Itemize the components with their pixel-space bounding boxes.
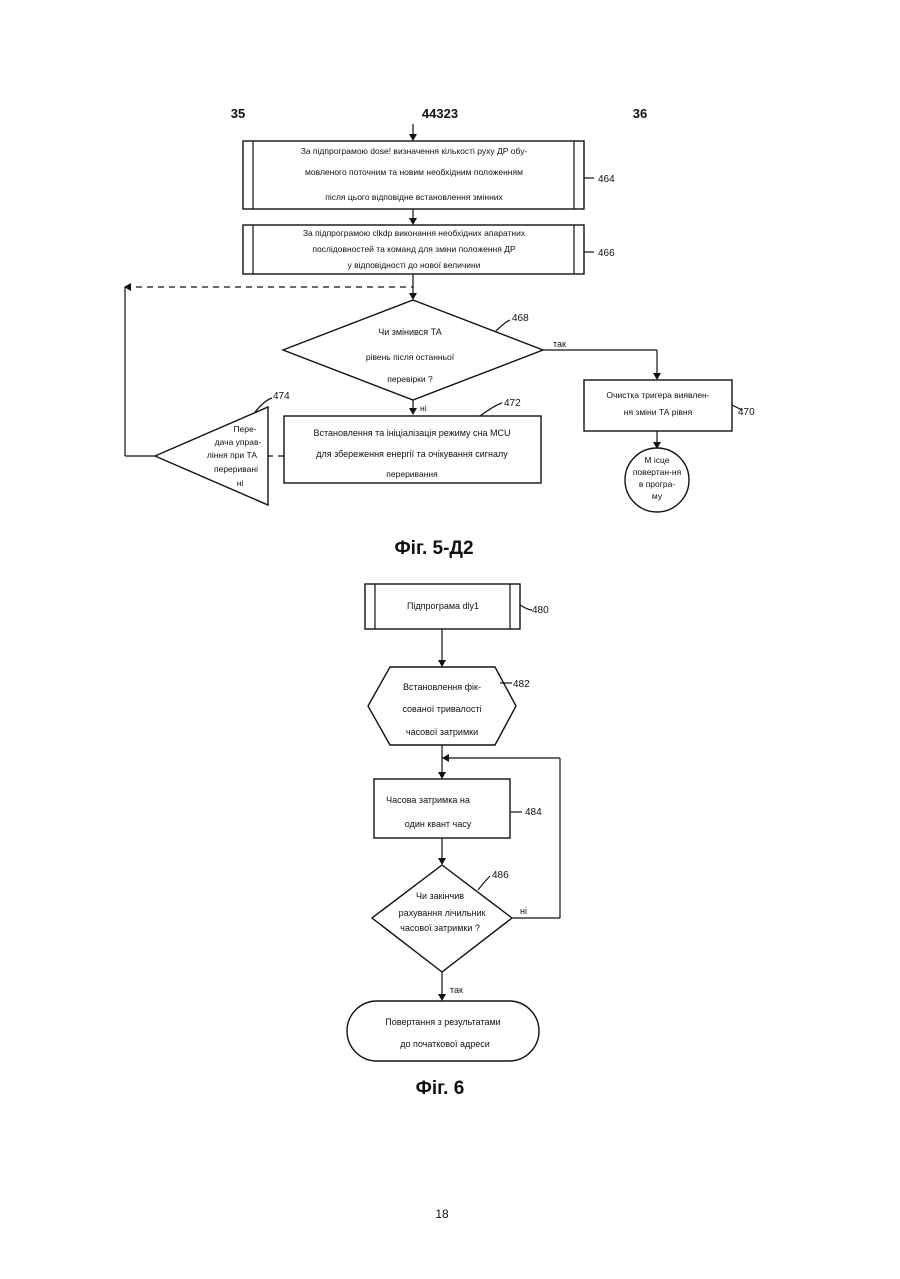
triangle-474-line-2: дача управ- xyxy=(215,437,262,447)
hex-482-line-3: часової затримки xyxy=(406,727,478,737)
figure-5-d2: За підпрограмою dose! визначення кількос… xyxy=(124,124,755,559)
box-464-line-2: мовленого поточним та новим необхідним п… xyxy=(305,167,523,177)
hex-482-line-2: сованої тривалості xyxy=(402,704,481,714)
connector-line-1: М ісце xyxy=(644,455,669,465)
arrowhead xyxy=(438,994,446,1001)
figure-6: Підпрограма dly1 480 Встановлення фік- с… xyxy=(347,584,560,1099)
triangle-474-line-1: Пере- xyxy=(233,424,256,434)
ref-486: 486 xyxy=(492,870,509,881)
decision-486: Чи закінчив рахування лічильник часової … xyxy=(372,865,512,972)
yes-label-468: так xyxy=(553,339,566,349)
ref-leader-472 xyxy=(480,403,502,416)
ref-482: 482 xyxy=(513,679,530,690)
arrowhead xyxy=(442,754,449,762)
ref-leader-468 xyxy=(495,320,510,332)
preparation-hex-482: Встановлення фік- сованої тривалості час… xyxy=(368,667,516,745)
figure-6-caption: Фіг. 6 xyxy=(416,1078,465,1099)
process-box-470: Очистка тригера виявлен- ня зміни ТА рів… xyxy=(584,380,732,431)
connector-line-4: му xyxy=(652,491,663,501)
ref-474: 474 xyxy=(273,391,290,402)
triangle-474-line-5: нi xyxy=(237,478,244,488)
terminal-line-2: до початкової адреси xyxy=(400,1039,490,1049)
box-466-line-3: у відповідності до нової величини xyxy=(347,260,480,270)
triangle-474-line-3: ління при ТА xyxy=(207,450,258,460)
arrowhead xyxy=(409,408,417,415)
terminal-return: Повертання з результатами до початкової … xyxy=(347,1001,539,1061)
hex-482-line-1: Встановлення фік- xyxy=(403,682,481,692)
arrowhead xyxy=(438,772,446,779)
page-number: 18 xyxy=(435,1207,449,1221)
terminal-line-1: Повертання з результатами xyxy=(385,1017,500,1027)
process-box-472: Встановлення та ініціалізація режиму сна… xyxy=(284,416,541,483)
decision-486-line-1: Чи закінчив xyxy=(416,891,464,901)
ref-leader-480 xyxy=(520,605,532,610)
return-connector: М ісце повертан-ня в програ- му xyxy=(625,448,689,512)
box-466-line-2: послідовностей та команд для зміни полож… xyxy=(312,244,516,254)
box-472-line-1: Встановлення та ініціалізація режиму сна… xyxy=(314,428,511,438)
connector-line-2: повертан-ня xyxy=(633,467,682,477)
decision-486-line-3: часової затримки ? xyxy=(400,923,480,933)
box-466-line-1: За підпрограмою clkdp виконання необхідн… xyxy=(303,228,526,238)
no-label-468: ні xyxy=(420,403,427,413)
ref-470: 470 xyxy=(738,407,755,418)
box-472-line-3: переривання xyxy=(386,469,438,479)
ref-leader-486 xyxy=(478,876,490,890)
connector-line-3: в програ- xyxy=(639,479,675,489)
ref-466: 466 xyxy=(598,248,615,259)
arrowhead xyxy=(438,660,446,667)
no-label-486: ні xyxy=(520,906,527,916)
header-center-number: 44323 xyxy=(422,106,458,121)
triangle-474: Пере- дача управ- ління при ТА перериван… xyxy=(155,407,268,505)
decision-468-line-2: рівень після останньої xyxy=(366,352,455,362)
arrowhead xyxy=(653,373,661,380)
box-484-line-2: один квант часу xyxy=(405,819,472,829)
triangle-474-line-4: переривані xyxy=(214,464,258,474)
header-left-number: 35 xyxy=(231,106,245,121)
box-480-text: Підпрограма dly1 xyxy=(407,601,479,611)
subroutine-box-480: Підпрограма dly1 xyxy=(365,584,520,629)
header-right-number: 36 xyxy=(633,106,647,121)
ref-464: 464 xyxy=(598,174,615,185)
process-box-464: За підпрограмою dose! визначення кількос… xyxy=(243,141,584,209)
decision-486-line-2: рахування лічильник xyxy=(399,908,486,918)
figure-5-caption: Фіг. 5-Д2 xyxy=(394,538,473,559)
decision-468-line-1: Чи змінився ТА xyxy=(378,327,442,337)
box-470-line-1: Очистка тригера виявлен- xyxy=(606,390,709,400)
arrowhead xyxy=(438,858,446,865)
arrowhead xyxy=(409,218,417,225)
ref-484: 484 xyxy=(525,807,542,818)
box-470-line-2: ня зміни ТА рівня xyxy=(624,407,693,417)
ref-472: 472 xyxy=(504,398,521,409)
box-472-line-2: для збереження енергії та очікування сиг… xyxy=(316,449,508,459)
yes-label-486: так xyxy=(450,985,463,995)
process-box-484: Часова затримка на один квант часу xyxy=(374,779,510,838)
box-464-line-3: після цього відповідне встановлення змін… xyxy=(325,192,503,202)
arrowhead xyxy=(409,134,417,141)
ref-480: 480 xyxy=(532,605,549,616)
process-box-466: За підпрограмою clkdp виконання необхідн… xyxy=(243,225,584,274)
decision-468: Чи змінився ТА рівень після останньої пе… xyxy=(283,300,543,400)
arrowhead xyxy=(409,293,417,300)
ref-468: 468 xyxy=(512,313,529,324)
decision-468-line-3: перевірки ? xyxy=(387,374,433,384)
box-484-line-1: Часова затримка на xyxy=(386,795,470,805)
box-464-line-1: За підпрограмою dose! визначення кількос… xyxy=(301,146,528,156)
